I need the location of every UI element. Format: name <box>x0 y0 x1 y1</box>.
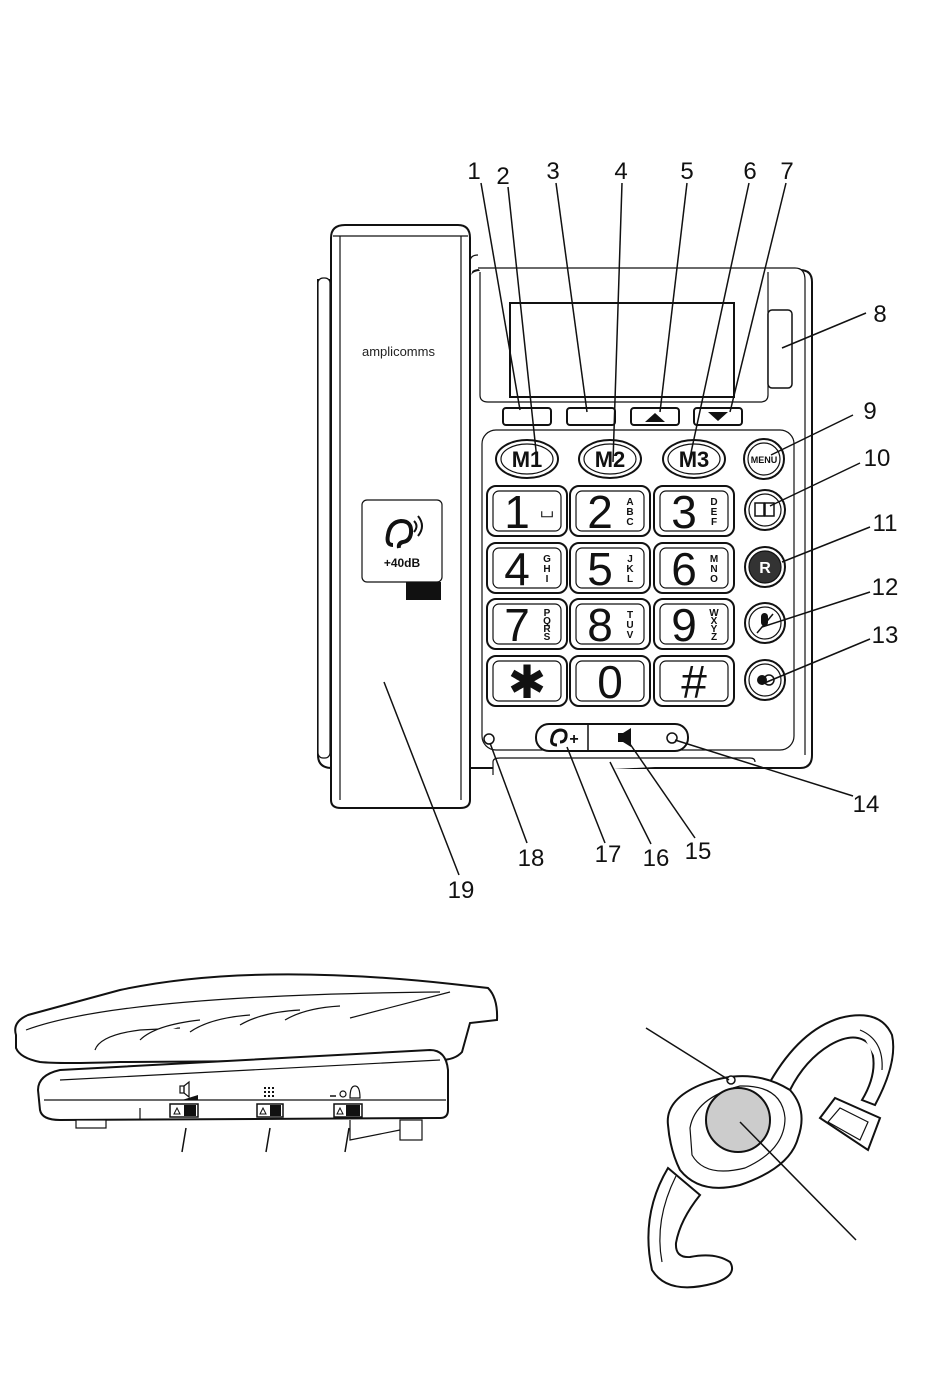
callout-19: 19 <box>448 877 475 904</box>
badge-text: +40dB <box>384 556 421 570</box>
callout-14: 14 <box>853 791 880 818</box>
memory-key-m3-label: M3 <box>679 447 710 472</box>
keypad-key-letter: I <box>546 574 549 585</box>
callout-5: 5 <box>680 158 693 185</box>
keypad-key-letter: L <box>627 574 633 585</box>
boost-button-label: + <box>569 731 578 748</box>
boost-speaker-bar <box>536 724 688 751</box>
callout-1: 1 <box>467 158 480 185</box>
keypad-key-digit: 1 <box>504 486 530 538</box>
callout-12: 12 <box>872 574 899 601</box>
brand-label: amplicomms <box>362 344 435 359</box>
callout-10: 10 <box>864 445 891 472</box>
keypad-key-letter: C <box>626 517 633 528</box>
soft-key-left[interactable] <box>503 408 551 425</box>
menu-button[interactable]: MENU <box>744 439 784 479</box>
memory-key-m2[interactable]: M2 <box>579 440 641 478</box>
wrist-pendant <box>646 1015 893 1287</box>
memory-key-m2-label: M2 <box>595 447 626 472</box>
keypad-key-digit: ✱ <box>508 656 547 708</box>
callout-18: 18 <box>518 845 545 872</box>
callout-8: 8 <box>873 301 886 328</box>
volume-switch[interactable] <box>170 1104 198 1117</box>
r-button[interactable]: R <box>745 547 785 587</box>
phone-side-view <box>15 974 497 1152</box>
soft-key-right[interactable] <box>567 408 615 425</box>
callout-4: 4 <box>614 158 627 185</box>
microphone-hole <box>484 734 494 744</box>
side-slot <box>768 310 792 388</box>
display-screen <box>510 303 734 397</box>
keypad-key-digit: 8 <box>587 599 613 651</box>
memory-key-m3[interactable]: M3 <box>663 440 725 478</box>
dial-mode-switch[interactable] <box>257 1104 283 1117</box>
mute-button[interactable] <box>745 603 785 643</box>
callout-3: 3 <box>546 158 559 185</box>
keypad-key-digit: # <box>681 656 707 708</box>
keypad-key[interactable]: ✱ <box>487 656 567 708</box>
callout-16: 16 <box>643 845 670 872</box>
keypad-key-letter: ⌴ <box>541 504 554 521</box>
menu-button-label: MENU <box>751 455 778 465</box>
keypad-key-letter: Z <box>711 632 717 643</box>
callout-15: 15 <box>685 838 712 865</box>
keypad-key-letter: F <box>711 517 717 528</box>
speaker-led <box>667 733 677 743</box>
callout-2: 2 <box>496 163 509 190</box>
memory-key-m1[interactable]: M1 <box>496 440 558 478</box>
keypad-key-digit: 6 <box>671 543 697 595</box>
keypad-key-digit: 0 <box>597 656 623 708</box>
callout-7: 7 <box>780 158 793 185</box>
brand-logo: amplicomms <box>362 344 435 359</box>
callout-9: 9 <box>863 398 876 425</box>
keypad-key-letter: V <box>627 630 634 641</box>
keypad-key-digit: 7 <box>504 599 530 651</box>
keypad-key[interactable]: 0 <box>570 656 650 708</box>
callout-6: 6 <box>743 158 756 185</box>
r-button-label: R <box>759 560 771 577</box>
keypad-key[interactable]: 1⌴ <box>487 486 567 538</box>
keypad-key-letter: O <box>710 574 718 585</box>
keypad-key-digit: 3 <box>671 486 697 538</box>
callout-13: 13 <box>872 622 899 649</box>
redial-button[interactable] <box>745 660 785 700</box>
keypad-key[interactable]: # <box>654 656 734 708</box>
callout-11: 11 <box>873 510 898 537</box>
phonebook-button[interactable] <box>745 490 785 530</box>
keypad-key-digit: 9 <box>671 599 697 651</box>
ringer-switch[interactable] <box>334 1104 362 1117</box>
callout-17: 17 <box>595 841 622 868</box>
keypad-key-digit: 5 <box>587 543 613 595</box>
keypad-key-letter: S <box>544 632 551 643</box>
keypad-key-digit: 2 <box>587 486 613 538</box>
handset[interactable]: amplicomms +40dB <box>331 225 470 808</box>
keypad-key-digit: 4 <box>504 543 530 595</box>
keypad-mini-icon <box>264 1087 274 1097</box>
